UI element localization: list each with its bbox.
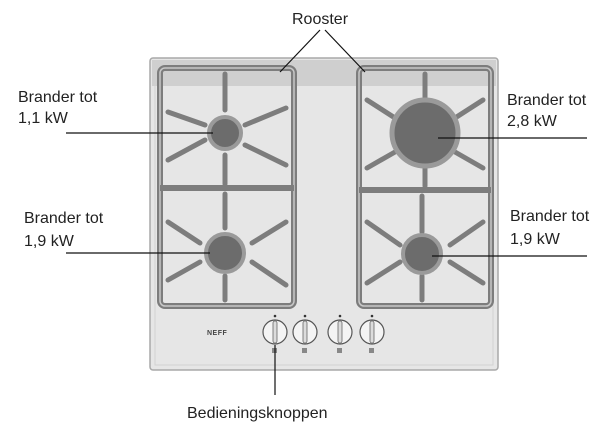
control-knob-3[interactable] — [327, 314, 353, 353]
control-knob-1[interactable] — [262, 314, 288, 353]
burner-top-right — [389, 97, 461, 169]
label-burner-top-right-power: 2,8 kW — [507, 113, 557, 130]
control-knob-4[interactable] — [359, 314, 385, 353]
label-controls: Bedieningsknoppen — [187, 405, 328, 422]
label-burner-bottom-right-power: 1,9 kW — [510, 231, 560, 248]
label-burner-top-right-title: Brander tot — [507, 92, 587, 109]
grate-right — [356, 65, 494, 309]
leader-rooster-right — [324, 29, 366, 73]
label-burner-top-left-title: Brander tot — [18, 89, 98, 106]
control-knob-2[interactable] — [292, 314, 318, 353]
burner-bottom-right — [401, 233, 443, 275]
leader-rooster-left — [279, 29, 321, 73]
burner-top-left — [207, 115, 243, 151]
grate-left — [157, 65, 297, 309]
label-burner-bottom-left-power: 1,9 kW — [24, 233, 74, 250]
label-burner-bottom-left-title: Brander tot — [24, 210, 104, 227]
burner-bottom-left — [204, 232, 246, 274]
label-burner-bottom-right-title: Brander tot — [510, 208, 590, 225]
label-rooster: Rooster — [292, 11, 349, 28]
brand-logo: NEFF — [207, 330, 228, 337]
label-burner-top-left-power: 1,1 kW — [18, 110, 68, 127]
hob-top-strip — [152, 60, 496, 86]
